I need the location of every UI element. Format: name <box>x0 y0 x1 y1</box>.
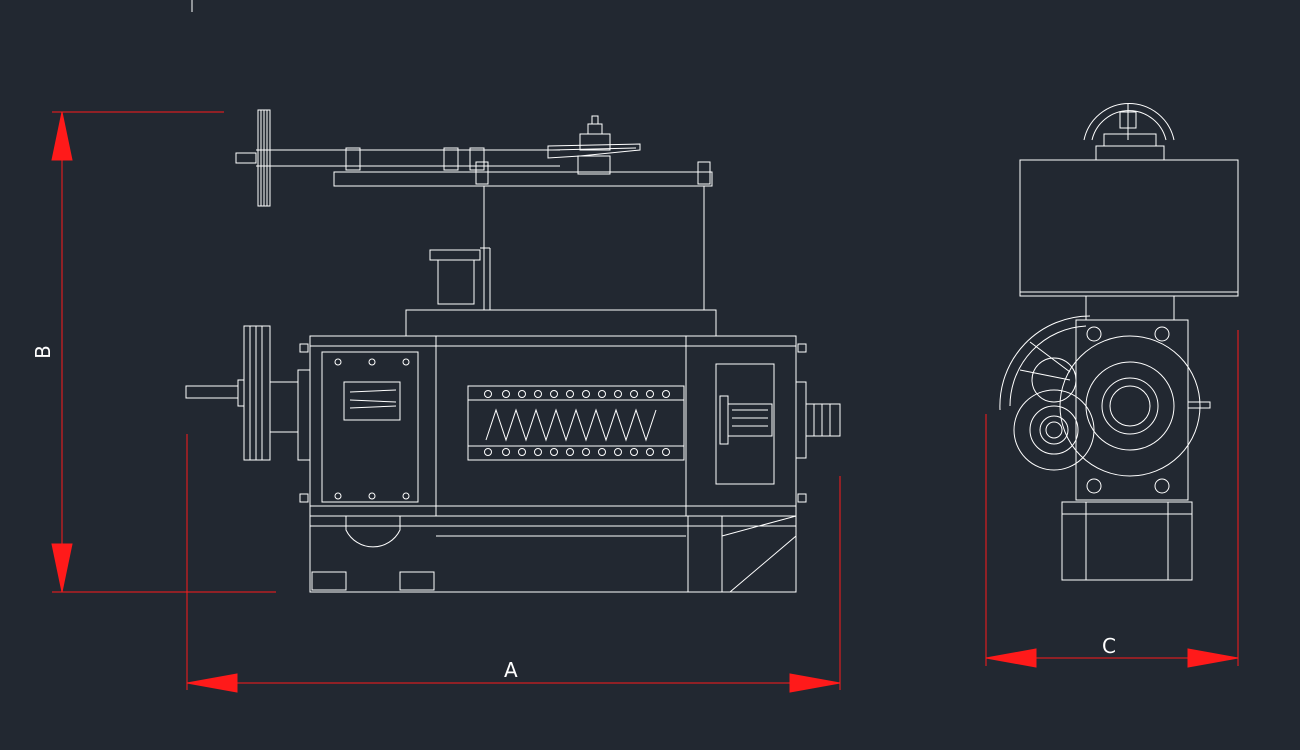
main-body <box>299 335 807 517</box>
right-outlet <box>795 381 841 459</box>
dimension-a-label: A <box>504 658 518 682</box>
left-pulley <box>185 325 311 461</box>
base-frame <box>309 515 797 593</box>
dim-a-arrow-left <box>186 673 238 693</box>
dimension-c-label: C <box>1102 634 1116 658</box>
front-view-machine <box>185 109 841 593</box>
side-view-machine <box>999 103 1239 581</box>
dimension-b-label: B <box>30 345 55 359</box>
dim-b-arrow-top <box>51 111 73 161</box>
dim-c-arrow-right <box>1187 648 1239 668</box>
handwheel <box>1083 103 1175 161</box>
dim-c-arrow-left <box>985 648 1037 668</box>
dim-a-arrow-right <box>789 673 841 693</box>
dim-b-arrow-bottom <box>51 543 73 593</box>
top-shaft-assembly <box>235 109 713 310</box>
dimension-lines <box>51 111 1239 693</box>
